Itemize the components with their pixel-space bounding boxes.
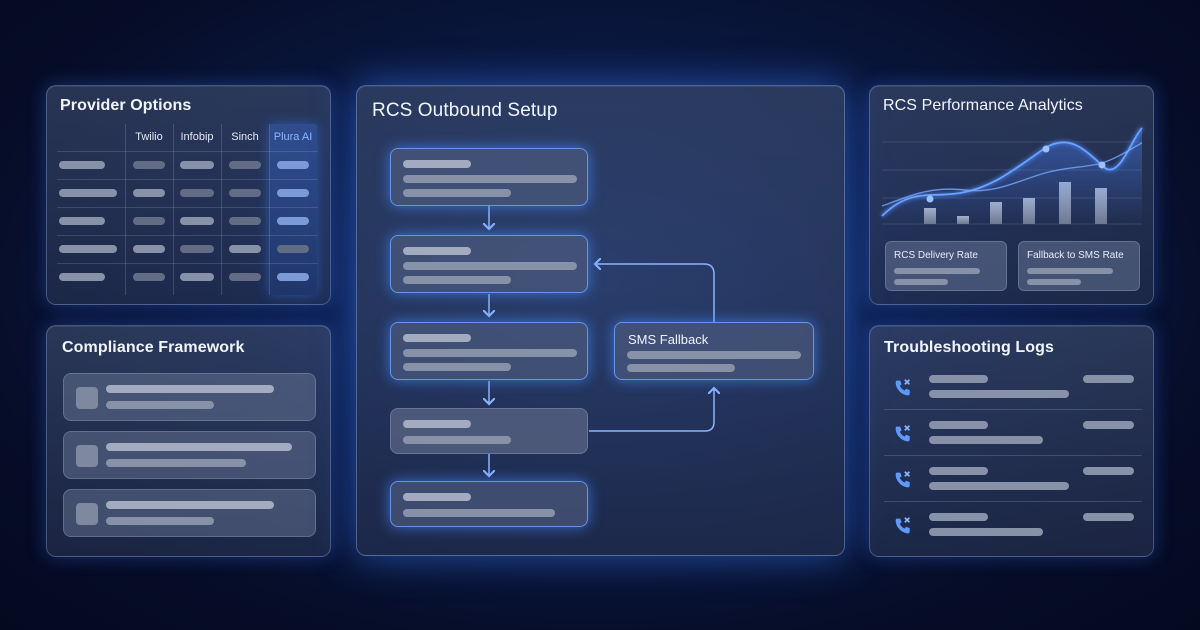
plura-column-highlight [269, 124, 317, 295]
flow-step-5[interactable] [390, 481, 588, 527]
chart-point [1042, 145, 1050, 153]
flow-connectors [357, 206, 846, 557]
metric-card-rcs-delivery-rate[interactable]: RCS Delivery Rate [885, 241, 1007, 291]
log-divider [884, 455, 1142, 456]
troubleshooting-logs-title: Troubleshooting Logs [884, 339, 1054, 356]
flow-step-3[interactable] [390, 322, 588, 380]
column-header-sinch[interactable]: Sinch [231, 131, 259, 143]
log-divider [884, 409, 1142, 410]
flow-step-4[interactable] [390, 408, 588, 454]
rcs-outbound-setup-panel: RCS Outbound Setup [356, 85, 845, 556]
rcs-outbound-setup-title: RCS Outbound Setup [372, 100, 558, 121]
row-divider [57, 263, 318, 264]
performance-chart [881, 127, 1143, 225]
column-divider [269, 124, 270, 295]
compliance-item[interactable] [63, 431, 316, 479]
column-divider [221, 124, 222, 295]
phone-missed-icon [895, 471, 911, 488]
metric-label: RCS Delivery Rate [894, 250, 978, 261]
column-header-twilio[interactable]: Twilio [135, 131, 163, 143]
rcs-performance-analytics-panel: RCS Performance Analytics [869, 85, 1154, 305]
checkbox-placeholder [76, 503, 98, 525]
row-divider [57, 179, 318, 180]
column-divider [173, 124, 174, 295]
column-header-plura-ai[interactable]: Plura AI [273, 131, 313, 143]
provider-options-title: Provider Options [60, 97, 192, 114]
troubleshooting-logs-panel: Troubleshooting Logs [869, 325, 1154, 557]
column-divider [125, 124, 126, 295]
chart-point [926, 195, 934, 203]
column-header-infobip[interactable]: Infobip [180, 131, 214, 143]
compliance-item[interactable] [63, 373, 316, 421]
metric-label: Fallback to SMS Rate [1027, 250, 1124, 261]
sms-fallback-label: SMS Fallback [628, 332, 709, 347]
compliance-framework-title: Compliance Framework [62, 339, 245, 356]
phone-missed-icon [895, 425, 911, 442]
rcs-performance-analytics-title: RCS Performance Analytics [883, 97, 1083, 114]
compliance-item[interactable] [63, 489, 316, 537]
row-divider [57, 151, 318, 152]
phone-missed-icon [895, 379, 911, 396]
metric-card-fallback-to-sms-rate[interactable]: Fallback to SMS Rate [1018, 241, 1140, 291]
row-divider [57, 207, 318, 208]
sms-fallback-box[interactable]: SMS Fallback [614, 322, 814, 380]
compliance-framework-panel: Compliance Framework [46, 325, 331, 557]
phone-missed-icon [895, 517, 911, 534]
chart-point [1098, 161, 1106, 169]
flow-step-1[interactable] [390, 148, 588, 206]
checkbox-placeholder [76, 387, 98, 409]
chart-series-line-secondary [881, 142, 1143, 207]
log-divider [884, 501, 1142, 502]
provider-options-panel: Provider Options Twilio Infobip Sinch Pl… [46, 85, 331, 305]
checkbox-placeholder [76, 445, 98, 467]
flow-step-2[interactable] [390, 235, 588, 293]
row-divider [57, 235, 318, 236]
